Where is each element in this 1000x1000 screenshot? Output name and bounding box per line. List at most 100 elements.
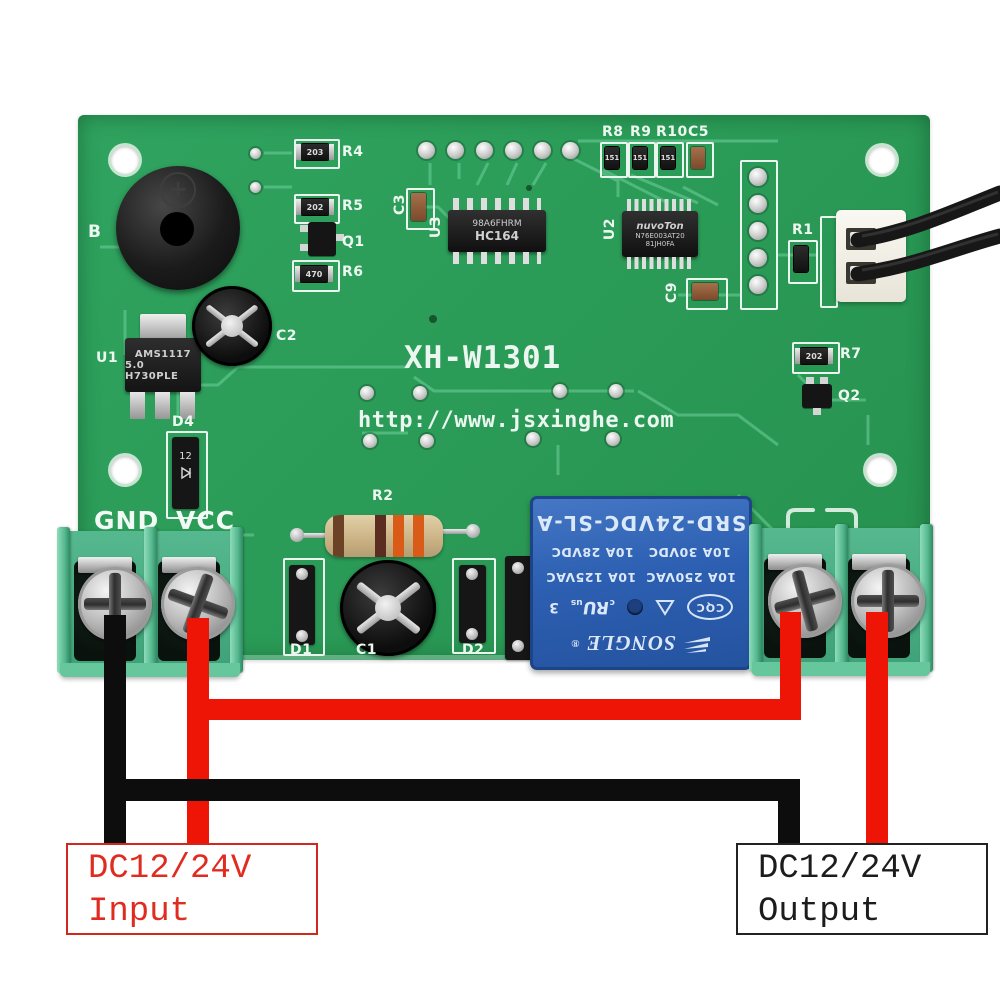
terminal-fin bbox=[749, 524, 762, 672]
relay-brand-text: SONGLE bbox=[585, 631, 676, 656]
mount-hole-bottom-left bbox=[111, 456, 139, 484]
relay-mold-hole bbox=[626, 599, 643, 616]
u2-brand: nuvoTon bbox=[636, 220, 684, 232]
solder-joint bbox=[534, 142, 551, 159]
component-lead bbox=[296, 568, 308, 580]
u3-marking-line1: 98A6FHRM bbox=[472, 219, 522, 229]
relay-cert-row: CQC c RU us 3 bbox=[549, 594, 733, 621]
regulator-tab bbox=[140, 314, 186, 340]
input-annotation-line1: DC12/24V bbox=[88, 850, 252, 888]
diode-symbol-icon bbox=[180, 466, 191, 480]
buzzer: + bbox=[116, 166, 240, 290]
resistor-r8: 151 bbox=[605, 147, 619, 169]
relay-model: SRD-24VDC-SL-A bbox=[535, 510, 747, 535]
ul-core: RU bbox=[582, 597, 610, 618]
c9-silk-outline bbox=[686, 278, 728, 310]
r8-silk-outline bbox=[600, 142, 628, 178]
buzzer-plus-mark: + bbox=[160, 172, 196, 208]
solder-joint bbox=[360, 386, 374, 400]
resistor-r5: 202 bbox=[296, 199, 334, 215]
ic-pins bbox=[453, 252, 541, 264]
ic-pins bbox=[627, 199, 693, 211]
solder-joint bbox=[290, 528, 304, 542]
resistor-band bbox=[375, 515, 386, 557]
r6-ref-label: R6 bbox=[342, 264, 364, 280]
terminal-foot bbox=[60, 663, 240, 677]
r9-silk-outline bbox=[628, 142, 656, 178]
capacitor-c3 bbox=[411, 193, 426, 221]
resistor-band bbox=[333, 515, 344, 557]
output-red-wire bbox=[866, 612, 888, 850]
board-model-text: XH-W1301 bbox=[404, 340, 562, 376]
solder-joint bbox=[363, 434, 377, 448]
r10-ref-label: R10 bbox=[656, 124, 688, 140]
triangle-mark-icon bbox=[655, 600, 675, 617]
header-silk-outline bbox=[740, 160, 778, 310]
d4-marking: 12 bbox=[179, 451, 192, 462]
input-annotation-line2: Input bbox=[88, 893, 191, 931]
vcc-label: VCC bbox=[176, 506, 236, 535]
header-hole bbox=[749, 195, 767, 213]
resistor-band bbox=[413, 515, 424, 557]
solder-joint bbox=[413, 386, 427, 400]
r7-marking: 202 bbox=[805, 351, 823, 361]
mount-hole-top-right bbox=[868, 146, 896, 174]
solder-joint bbox=[609, 384, 623, 398]
transistor-q1 bbox=[300, 222, 344, 256]
capacitor-c2 bbox=[192, 286, 272, 366]
buzzer-sound-hole bbox=[160, 212, 194, 246]
terminal-fin bbox=[57, 527, 70, 673]
output-annotation-line1: DC12/24V bbox=[758, 850, 922, 888]
input-terminal-block bbox=[57, 527, 243, 677]
solder-joint bbox=[562, 142, 579, 159]
u2-ref-label: U2 bbox=[602, 218, 618, 241]
r8-ref-label: R8 bbox=[602, 124, 624, 140]
ul-mark-icon: c RU us bbox=[571, 597, 615, 617]
output-terminal-block bbox=[749, 524, 933, 676]
output-annotation-box: DC12/24V Output bbox=[736, 843, 988, 935]
q1-ref-label: Q1 bbox=[342, 234, 365, 250]
resistor-r1 bbox=[794, 246, 808, 272]
resistor-r2 bbox=[325, 515, 443, 557]
r10-marking: 151 bbox=[660, 154, 676, 162]
connector-pin bbox=[850, 232, 870, 246]
c2-ref-label: C2 bbox=[276, 328, 298, 344]
solder-joint bbox=[553, 384, 567, 398]
mount-hole-bottom-right bbox=[866, 456, 894, 484]
u2-marking-line2: N76E003AT20 bbox=[635, 231, 685, 240]
r9-marking: 151 bbox=[632, 154, 648, 162]
resistor-r6: 470 bbox=[295, 266, 333, 282]
diode-d4: 12 bbox=[172, 437, 199, 509]
resistor-r4: 203 bbox=[296, 144, 334, 160]
connector-pin bbox=[850, 266, 870, 280]
header-hole bbox=[749, 222, 767, 240]
capacitor-c5 bbox=[691, 147, 705, 169]
c5-ref-label: C5 bbox=[688, 124, 710, 140]
relay-dc-rating: 10A 30VDC 10A 28VDC bbox=[551, 544, 731, 560]
relay-common-wire bbox=[780, 612, 801, 712]
header-hole bbox=[749, 249, 767, 267]
ic-u3: 98A6FHRM HC164 bbox=[448, 198, 546, 264]
vcc-to-relay-wire-horizontal bbox=[187, 699, 801, 720]
solder-joint bbox=[250, 182, 261, 193]
r7-ref-label: R7 bbox=[840, 346, 862, 362]
mount-hole-top-left bbox=[111, 146, 139, 174]
sensor-connector bbox=[836, 210, 906, 302]
solder-joint bbox=[606, 432, 620, 446]
regulator-leg bbox=[180, 392, 195, 419]
relay-label-face: SONGLE ® CQC c RU us 3 10A 250VAC 10A 12… bbox=[535, 501, 747, 665]
resistor-r7: 202 bbox=[795, 348, 833, 364]
relay-terminal-screw-2 bbox=[851, 564, 925, 638]
input-annotation-box: DC12/24V Input bbox=[66, 843, 318, 935]
u1-ref-label: U1 bbox=[96, 350, 119, 366]
regulator-marking-line2: 5.0 H730PLE bbox=[125, 359, 179, 382]
r8-marking: 151 bbox=[604, 154, 620, 162]
r10-silk-outline bbox=[656, 142, 684, 178]
d4-ref-label: D4 bbox=[172, 414, 195, 430]
r4-marking: 203 bbox=[306, 147, 324, 157]
relay-ac-rating: 10A 250VAC 10A 125VAC bbox=[545, 569, 737, 585]
resistor-r9: 151 bbox=[633, 147, 647, 169]
cap-vent-center bbox=[220, 314, 244, 338]
d1-ref-label: D1 bbox=[290, 642, 313, 658]
via bbox=[526, 185, 532, 191]
